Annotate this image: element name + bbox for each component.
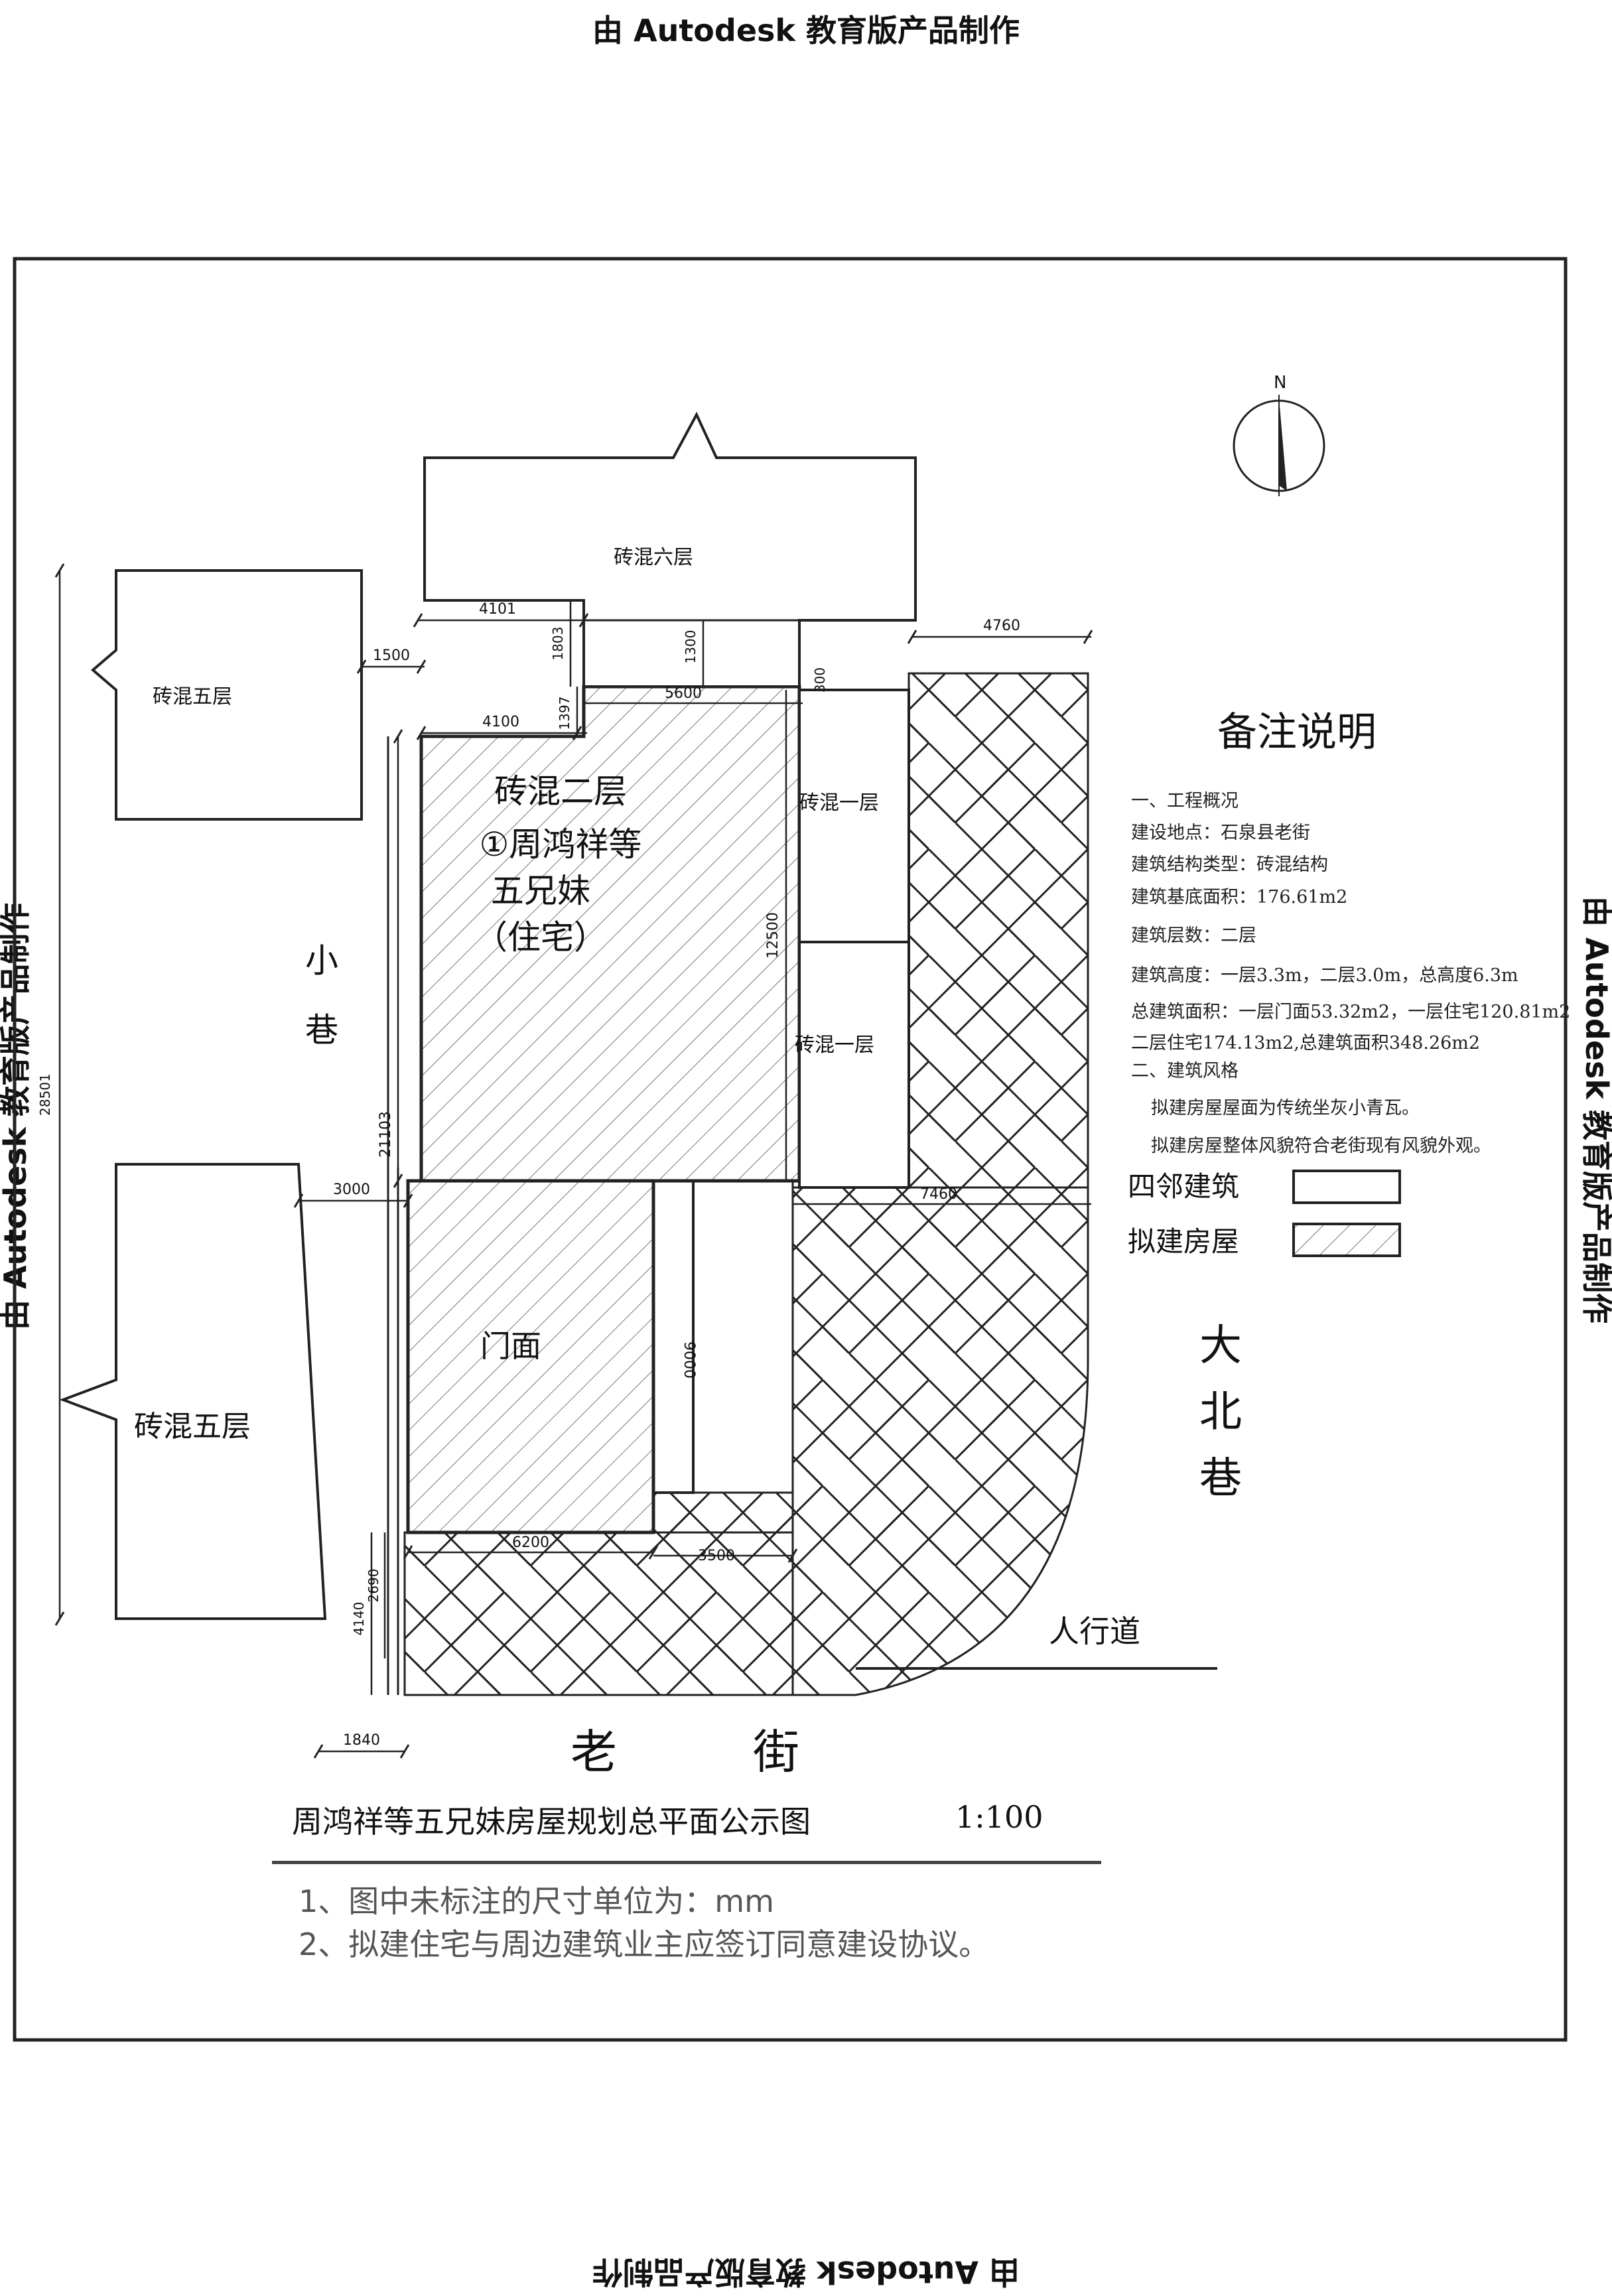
paving-stub xyxy=(653,1492,793,1533)
road-north-lane-3: 巷 xyxy=(1199,1454,1242,1503)
dimension-lines xyxy=(58,571,1091,1753)
remark-line-11: 拟建房屋整体风貌符合老街现有风貌外观。 xyxy=(1151,1136,1491,1156)
watermark-top: 由 Autodesk 教育版产品制作 xyxy=(592,13,1020,48)
dim-1840: 1840 xyxy=(343,1732,380,1749)
dimension-labels: 4101 1803 1300 4760 1500 300 4100 1397 5… xyxy=(37,601,1020,1749)
dim-7460: 7460 xyxy=(920,1186,957,1203)
remark-line-8: 二层住宅174.13m2,总建筑面积348.26m2 xyxy=(1131,1033,1481,1053)
label-main-3: 五兄妹 xyxy=(491,872,590,910)
dim-21103: 21103 xyxy=(377,1111,394,1158)
label-brick-six: 砖混六层 xyxy=(614,546,693,569)
north-compass-icon: N xyxy=(1233,373,1325,496)
building-five-storey-upper xyxy=(90,569,363,821)
legend-neighbor-swatch xyxy=(1292,1170,1401,1204)
sheet-title: 周鸿祥等五兄妹房屋规划总平面公示图 xyxy=(292,1804,811,1840)
note-2: 2、拟建住宅与周边建筑业主应签订同意建设协议。 xyxy=(299,1926,990,1962)
dim-9000: 9000 xyxy=(681,1341,697,1379)
sheet-scale: 1:100 xyxy=(955,1799,1043,1835)
remark-line-9: 二、建筑风格 xyxy=(1131,1061,1239,1081)
title-underline xyxy=(272,1861,1101,1864)
road-alley-1: 小 xyxy=(305,941,338,980)
road-old-street-1: 老 xyxy=(571,1725,617,1779)
building-one-storey-upper xyxy=(798,689,910,943)
dim-28501: 28501 xyxy=(37,1073,53,1116)
dim-4760: 4760 xyxy=(983,618,1020,634)
label-brick-five-upper: 砖混五层 xyxy=(153,685,232,709)
remark-line-4: 建筑基底面积：176.61m2 xyxy=(1131,887,1348,908)
remark-line-6: 建筑高度：一层3.3m，二层3.0m，总高度6.3m xyxy=(1131,965,1518,986)
paving-corner xyxy=(791,1186,1089,1696)
dim-1803: 1803 xyxy=(550,627,566,661)
building-one-storey-lower xyxy=(798,941,910,1189)
road-north-lane-1: 大 xyxy=(1199,1321,1242,1371)
passage-inner xyxy=(692,1180,794,1494)
sheet-frame xyxy=(13,257,1568,2042)
dim-4101: 4101 xyxy=(479,601,516,618)
road-old-street-2: 街 xyxy=(753,1725,799,1779)
dim-5600: 5600 xyxy=(665,685,702,702)
dim-300: 300 xyxy=(812,667,828,693)
label-main-4: （住宅） xyxy=(474,918,607,957)
remarks-title: 备注说明 xyxy=(1217,709,1377,756)
remark-line-1: 一、工程概况 xyxy=(1131,791,1239,811)
remark-line-5: 建筑层数：二层 xyxy=(1131,925,1256,946)
remark-line-3: 建筑结构类型：砖混结构 xyxy=(1131,854,1328,875)
label-shopfront: 门面 xyxy=(480,1328,541,1364)
dim-2690: 2690 xyxy=(366,1569,381,1603)
road-alley-2: 巷 xyxy=(305,1011,338,1049)
legend-neighbor-label: 四邻建筑 xyxy=(1128,1170,1240,1203)
label-main-1: 砖混二层 xyxy=(494,772,627,811)
building-five-storey-lower xyxy=(59,1163,327,1620)
passage xyxy=(652,1180,695,1494)
label-brick-one-upper: 砖混一层 xyxy=(799,791,879,815)
label-brick-five-lower: 砖混五层 xyxy=(134,1410,251,1444)
dim-1300: 1300 xyxy=(683,630,699,664)
road-sidewalk: 人行道 xyxy=(1049,1613,1140,1649)
label-brick-one-lower: 砖混一层 xyxy=(795,1034,874,1057)
dim-1500: 1500 xyxy=(373,647,410,664)
dim-3500: 3500 xyxy=(698,1548,735,1564)
dim-1397: 1397 xyxy=(557,697,572,730)
dim-3000: 3000 xyxy=(333,1182,370,1198)
compass-label: N xyxy=(1274,373,1286,393)
dim-4100: 4100 xyxy=(482,714,519,730)
legend-proposed-swatch xyxy=(1292,1223,1401,1257)
dim-4140: 4140 xyxy=(351,1602,367,1636)
dim-6200: 6200 xyxy=(512,1534,549,1551)
note-1: 1、图中未标注的尺寸单位为：mm xyxy=(299,1883,774,1919)
remark-line-2: 建设地点：石泉县老街 xyxy=(1131,823,1310,843)
paving-upper-strip xyxy=(907,672,1089,1189)
road-north-lane-2: 北 xyxy=(1199,1388,1242,1437)
remark-line-10: 拟建房屋屋面为传统坐灰小青瓦。 xyxy=(1151,1098,1420,1118)
legend-proposed-label: 拟建房屋 xyxy=(1128,1225,1240,1258)
remark-line-7: 总建筑面积：一层门面53.32m2，一层住宅120.81m2 xyxy=(1131,1002,1571,1022)
label-main-2: ①周鸿祥等 xyxy=(480,825,642,864)
dimension-ticks xyxy=(54,563,1093,1759)
dim-12500: 12500 xyxy=(765,912,781,959)
